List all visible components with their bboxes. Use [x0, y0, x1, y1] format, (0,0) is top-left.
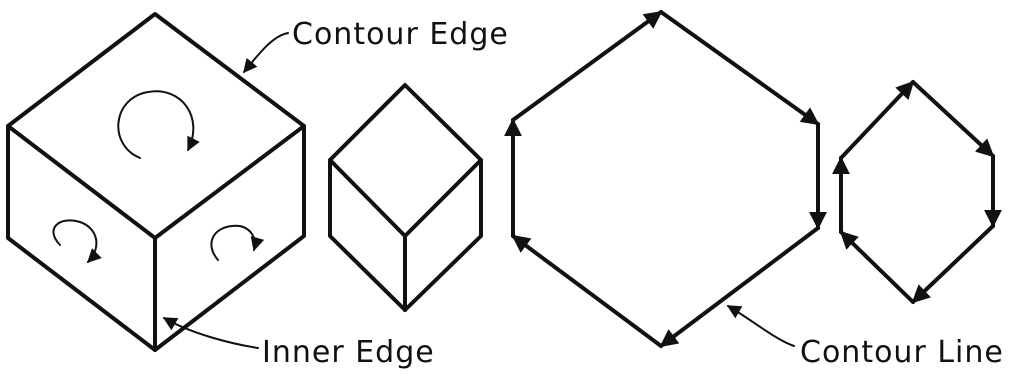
contour-edge-label: Contour Edge — [292, 17, 509, 52]
contour-line-label: Contour Line — [800, 335, 1004, 370]
left-face-rotation-arrow — [53, 220, 96, 262]
large-cube-inner-edges — [8, 126, 304, 350]
large-cube — [8, 14, 304, 350]
top-face-rotation-arrow — [118, 91, 193, 158]
small-cube-inner-edges — [330, 160, 481, 310]
inner-edge-label: Inner Edge — [262, 335, 435, 370]
small-cube — [330, 85, 481, 310]
small-contour-line — [841, 82, 993, 302]
contour-edge-leader — [244, 33, 288, 72]
contour-line-leader — [728, 306, 794, 346]
large-contour-line — [513, 12, 818, 346]
right-face-rotation-arrow — [211, 226, 254, 260]
